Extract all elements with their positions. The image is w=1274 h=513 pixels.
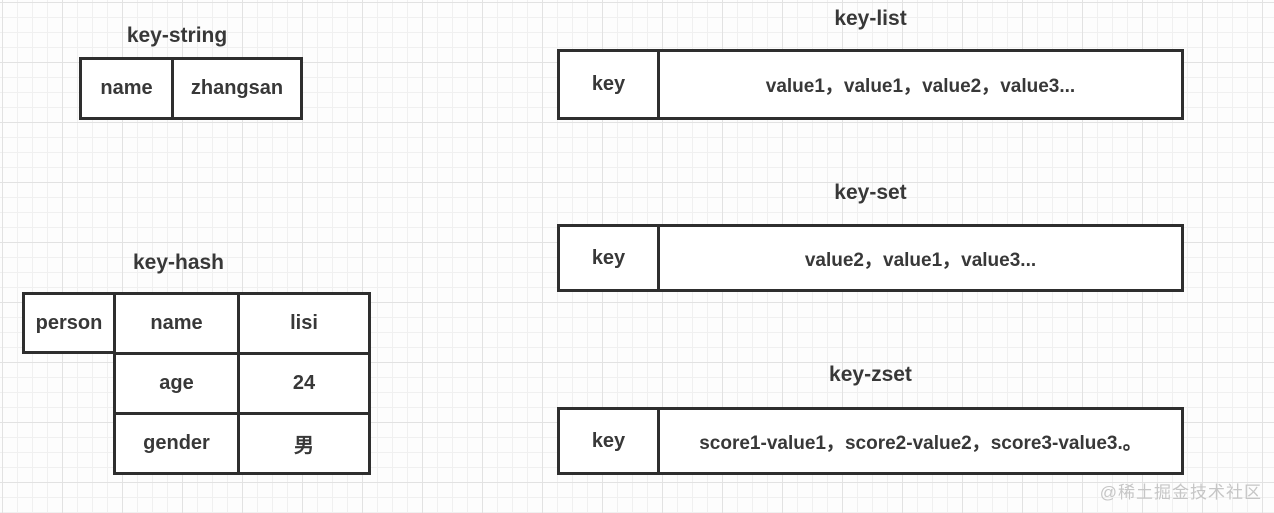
- key-string-key-cell: name: [82, 60, 174, 117]
- key-zset-title: key-zset: [829, 363, 912, 386]
- table-row: gender 男: [116, 412, 368, 472]
- key-string-value-cell: zhangsan: [190, 77, 284, 99]
- community-watermark: @稀土掘金技术社区: [1099, 483, 1262, 502]
- key-hash-fields-table: name lisi age 24 gender 男: [113, 292, 371, 475]
- table-row: name lisi: [116, 295, 368, 352]
- key-list-title: key-list: [834, 7, 907, 30]
- key-list-key-cell: key: [560, 52, 660, 117]
- key-list-table: key value1，value1，value2，value3...: [557, 49, 1184, 120]
- key-hash-value-age: 24: [292, 372, 316, 394]
- key-set-value-cell: value2，value1，value3...: [804, 249, 1037, 271]
- key-zset-key-cell: key: [560, 410, 660, 472]
- key-set-title: key-set: [834, 181, 907, 204]
- key-zset-table: key score1-value1，score2-value2，score3-v…: [557, 407, 1184, 475]
- key-hash-field-age: age: [116, 355, 240, 412]
- key-hash-field-name: name: [116, 295, 240, 352]
- key-hash-key-cell: person: [35, 311, 103, 334]
- key-hash-key-cell-box: person: [22, 292, 116, 354]
- key-hash-field-gender: gender: [116, 415, 240, 472]
- key-hash-value-gender: 男: [294, 435, 314, 457]
- key-list-value-cell: value1，value1，value2，value3...: [765, 76, 1076, 97]
- key-set-table: key value2，value1，value3...: [557, 224, 1184, 292]
- key-string-table: name zhangsan: [79, 57, 303, 120]
- table-row: age 24: [116, 352, 368, 412]
- key-set-key-cell: key: [560, 227, 660, 289]
- key-zset-value-cell: score1-value1，score2-value2，score3-value…: [699, 432, 1142, 454]
- key-hash-value-name: lisi: [290, 312, 318, 334]
- key-hash-title: key-hash: [132, 251, 225, 274]
- key-string-title: key-string: [126, 24, 228, 47]
